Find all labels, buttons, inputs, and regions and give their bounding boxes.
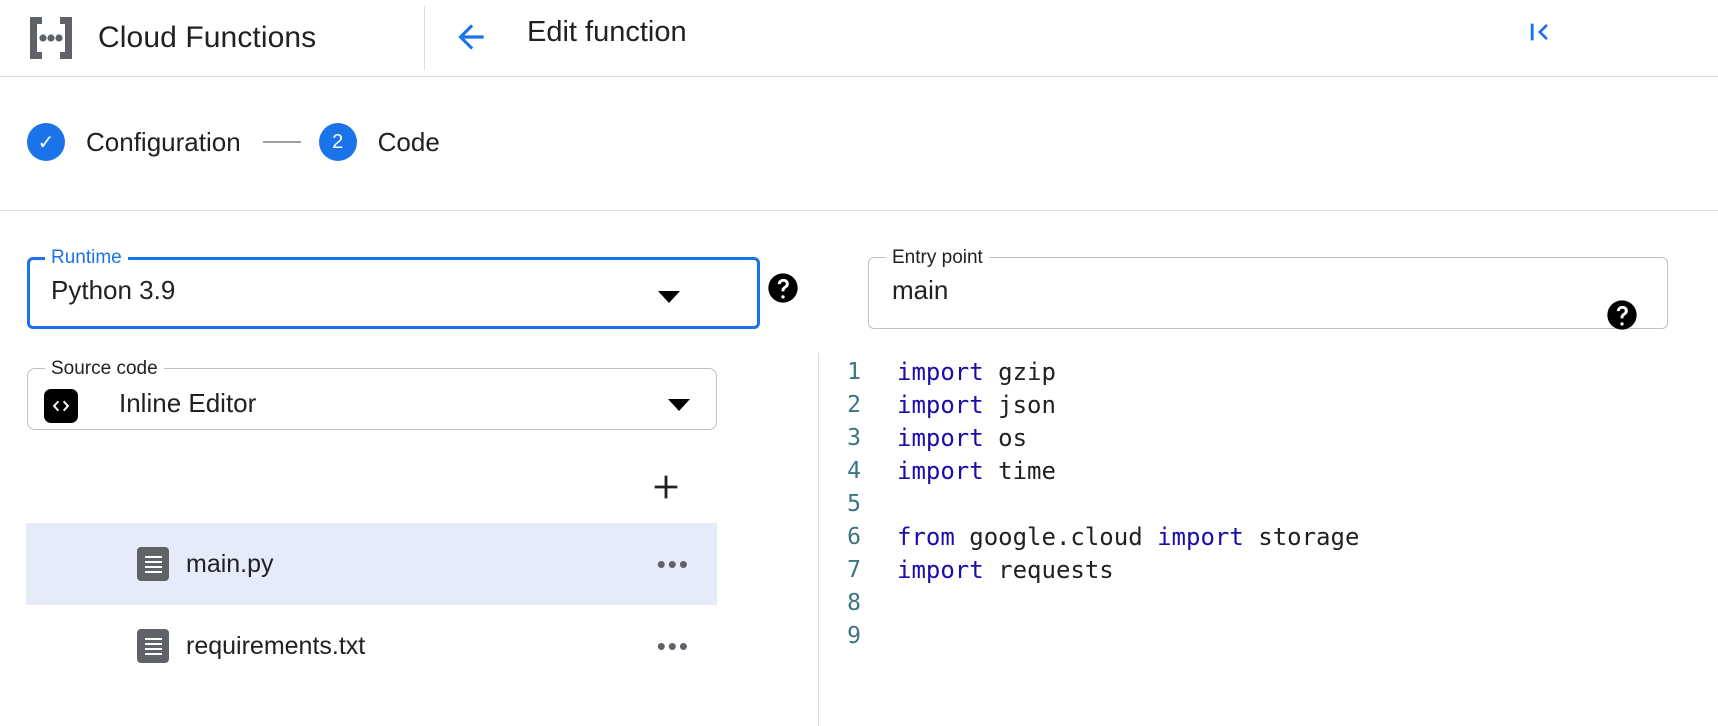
code-line: 6 from google.cloud import storage [819, 521, 1718, 554]
runtime-value: Python 3.9 [51, 275, 176, 305]
line-number: 2 [847, 392, 861, 418]
line-number: 1 [847, 359, 861, 385]
main-content: Runtime Python 3.9 Entry point main Sour… [0, 211, 1718, 726]
line-text: import os [897, 424, 1028, 452]
runtime-select[interactable]: Runtime Python 3.9 [27, 247, 760, 329]
file-name: requirements.txt [186, 631, 366, 660]
plus-icon [654, 475, 678, 499]
step-configuration-label: Configuration [86, 126, 241, 157]
page-title: Edit function [527, 16, 687, 48]
line-text: import time [897, 457, 1056, 485]
entry-point-field[interactable]: Entry point main [868, 247, 1668, 330]
source-code-value: Inline Editor [119, 388, 257, 418]
file-document-icon [137, 547, 169, 581]
topbar-divider [424, 6, 425, 70]
collapse-panel-button[interactable] [1516, 10, 1560, 54]
line-number: 4 [847, 458, 861, 484]
file-list: main.py ••• requirements.txt ••• [26, 523, 717, 687]
source-code-label: Source code [45, 358, 164, 380]
entry-point-input[interactable]: main [892, 275, 949, 305]
line-number: 7 [847, 557, 861, 583]
code-line: 5 [819, 488, 1718, 521]
entry-point-help-button[interactable] [1606, 299, 1638, 336]
runtime-help-button[interactable] [767, 272, 799, 309]
source-code-select[interactable]: Source code Inline Editor [27, 358, 717, 430]
line-text: from google.cloud import storage [897, 523, 1360, 551]
code-line: 3 import os [819, 422, 1718, 455]
help-filled-icon [1607, 300, 1637, 330]
file-name: main.py [186, 549, 274, 578]
entry-point-label: Entry point [886, 247, 989, 269]
file-document-icon [137, 629, 169, 663]
code-line: 4 import time [819, 455, 1718, 488]
file-more-menu-button[interactable]: ••• [656, 549, 690, 579]
cloud-functions-logo [30, 17, 72, 59]
step-code-label: Code [377, 126, 440, 157]
code-line: 8 [819, 587, 1718, 620]
help-filled-icon [768, 273, 798, 303]
runtime-select-outline [27, 257, 760, 329]
step-configuration[interactable]: ✓ Configuration [27, 123, 241, 161]
file-list-item-requirements-txt[interactable]: requirements.txt ••• [26, 605, 717, 687]
line-text: import json [897, 391, 1056, 419]
brand[interactable]: Cloud Functions [22, 9, 316, 67]
line-number: 6 [847, 524, 861, 550]
back-button[interactable] [447, 13, 495, 61]
collapse-panel-left-icon [1530, 23, 1548, 41]
file-list-item-main-py[interactable]: main.py ••• [26, 523, 717, 605]
step-configuration-marker: ✓ [27, 123, 65, 161]
line-number: 9 [847, 623, 861, 649]
line-number: 5 [847, 491, 861, 517]
entry-point-outline [868, 257, 1668, 329]
brand-title: Cloud Functions [98, 21, 317, 54]
code-editor[interactable]: 1 import gzip 2 import json 3 import os 4 impor… [819, 356, 1718, 726]
code-brackets-icon [44, 389, 78, 423]
add-file-button[interactable] [645, 466, 687, 508]
arrow-left-icon [458, 24, 484, 50]
file-more-menu-button[interactable]: ••• [656, 631, 690, 661]
code-line: 2 import json [819, 389, 1718, 422]
top-app-bar: Cloud Functions Edit function [0, 0, 1718, 77]
runtime-label: Runtime [45, 247, 128, 269]
code-line: 9 [819, 620, 1718, 653]
step-connector [262, 141, 301, 143]
line-number: 3 [847, 425, 861, 451]
step-code[interactable]: 2 Code [318, 123, 440, 161]
chevron-down-icon[interactable] [658, 291, 680, 303]
wizard-stepper: ✓ Configuration 2 Code [0, 77, 1718, 211]
pane-divider [818, 353, 819, 726]
line-text: import gzip [897, 358, 1056, 386]
line-text: import requests [897, 556, 1114, 584]
line-number: 8 [847, 590, 861, 616]
step-code-marker: 2 [318, 123, 357, 161]
code-line: 1 import gzip [819, 356, 1718, 389]
code-line: 7 import requests [819, 554, 1718, 587]
chevron-down-icon[interactable] [668, 399, 690, 411]
